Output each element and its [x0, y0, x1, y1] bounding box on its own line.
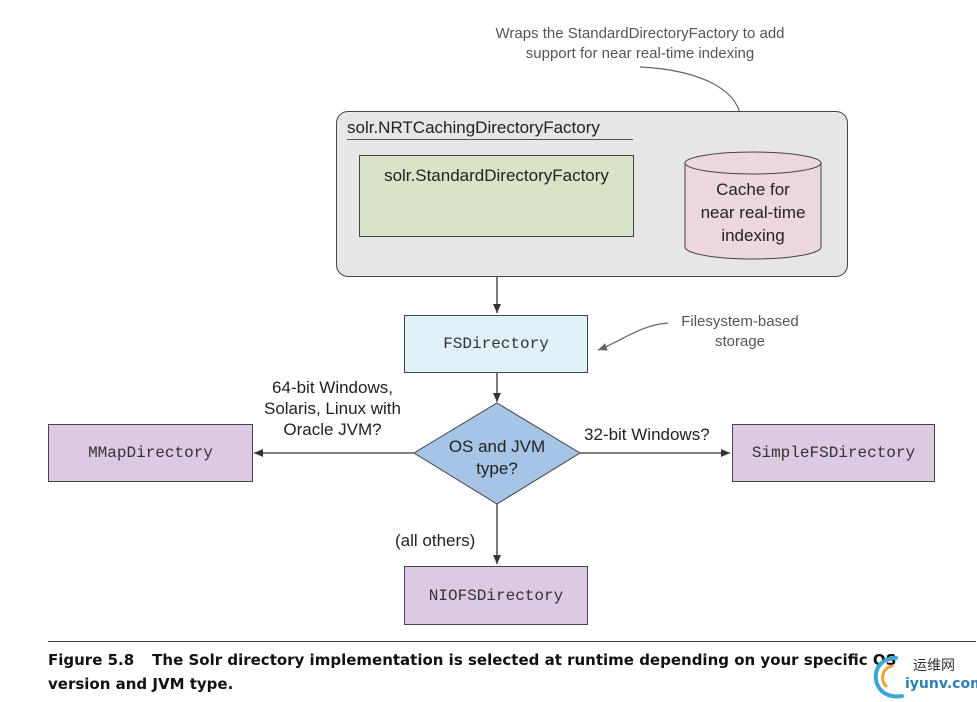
standard-factory-box: solr.StandardDirectoryFactory — [359, 155, 634, 237]
caption-line1: Figure 5.8 The Solr directory implementat… — [48, 648, 948, 672]
edge-label-simplefs: 32-bit Windows? — [584, 425, 710, 444]
cache-label-line1: Cache for — [716, 180, 790, 199]
annotation-nrt-wrap-line1: Wraps the StandardDirectoryFactory to ad… — [495, 25, 785, 42]
cache-label-line3: indexing — [721, 226, 785, 245]
annotation-filesystem: Filesystem-based storage — [660, 312, 820, 352]
standard-factory-label: solr.StandardDirectoryFactory — [384, 166, 609, 185]
nrt-factory-label: solr.NRTCachingDirectoryFactory — [347, 118, 600, 137]
figure-caption: Figure 5.8 The Solr directory implementat… — [48, 648, 948, 696]
watermark-cn: 运维网 — [913, 658, 955, 674]
caption-text-line2: version and JVM type. — [48, 675, 234, 693]
annotation-nrt-wrap-line2: support for near real-time indexing — [525, 45, 755, 62]
caption-rule — [48, 641, 976, 642]
caption-number: Figure 5.8 — [48, 651, 135, 669]
watermark-logo — [873, 656, 904, 699]
annotation-arrow-filesystem — [597, 322, 669, 351]
annotation-filesystem-line2: storage — [714, 333, 766, 350]
decision-label-line2: type? — [476, 459, 518, 478]
edge-label-niofs: (all others) — [395, 531, 476, 550]
decision-label-line1: OS and JVM — [448, 437, 546, 456]
nrt-factory-underline — [347, 139, 633, 140]
cache-label-line2: near real-time — [700, 203, 806, 222]
mmapdirectory-label: MMapDirectory — [88, 444, 213, 462]
simplefsdirectory-box: SimpleFSDirectory — [732, 424, 935, 482]
edge-label-mmap-line3: Oracle JVM? — [283, 420, 382, 439]
fsdirectory-box: FSDirectory — [404, 315, 588, 373]
niofsdirectory-box: NIOFSDirectory — [404, 566, 588, 625]
watermark: 运维网 iyunv.com — [868, 652, 977, 700]
cache-cylinder — [684, 151, 822, 260]
edge-label-mmap-line1: 64-bit Windows, — [272, 378, 393, 397]
mmapdirectory-box: MMapDirectory — [48, 424, 253, 482]
edge-label-mmap-line2: Solaris, Linux with — [263, 399, 401, 418]
watermark-url: iyunv.com — [905, 676, 977, 692]
edge-label-mmap: 64-bit Windows, Solaris, Linux with Orac… — [240, 377, 425, 440]
simplefsdirectory-label: SimpleFSDirectory — [751, 444, 916, 462]
fsdirectory-label: FSDirectory — [443, 335, 549, 353]
decision-label: OS and JVM type? — [412, 436, 582, 480]
caption-text-line1: The Solr directory implementation is sel… — [152, 651, 897, 669]
decision-diamond — [413, 402, 581, 505]
cache-label: Cache for near real-time indexing — [684, 178, 822, 247]
annotation-filesystem-line1: Filesystem-based — [681, 313, 799, 330]
annotation-nrt-wrap: Wraps the StandardDirectoryFactory to ad… — [440, 24, 840, 64]
niofsdirectory-label: NIOFSDirectory — [428, 586, 564, 605]
